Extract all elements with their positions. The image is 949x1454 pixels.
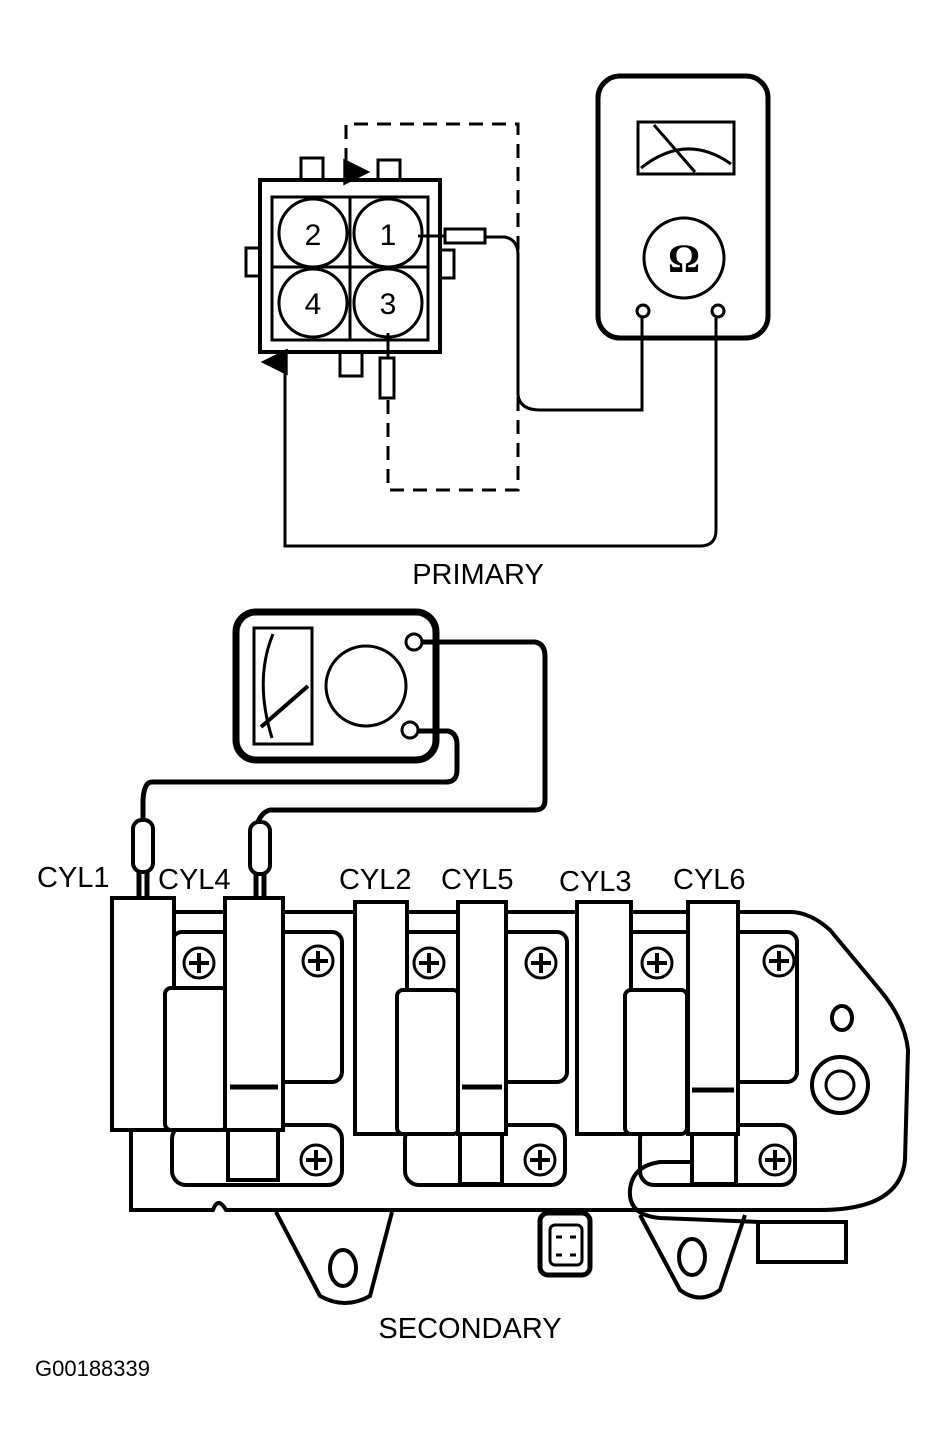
screw-icon	[182, 946, 216, 980]
coil-pack-electrical-connector	[537, 1210, 593, 1278]
mounting-ear-left	[274, 1211, 394, 1305]
screw-icon	[524, 946, 558, 980]
wiring-harness	[627, 1160, 761, 1224]
screw-icon	[640, 946, 674, 980]
ohm-dial	[642, 216, 726, 300]
meter-needle	[259, 684, 310, 729]
secondary-ohmmeter	[232, 608, 440, 764]
probe-boot-cyl1	[131, 818, 155, 874]
ohmmeter-ground-lead	[260, 318, 718, 548]
probe-boot-cyl4	[248, 820, 272, 876]
figure-id: G00188339	[35, 1356, 150, 1381]
test-probe-pin-1	[418, 227, 644, 412]
secondary-test-diagram	[110, 608, 911, 1305]
primary-label: PRIMARY	[412, 559, 544, 591]
mounting-bracket-block	[756, 1220, 848, 1264]
screw-icon	[301, 944, 335, 978]
ignition-coil-cyl1	[110, 896, 229, 1132]
connector-pin-1	[352, 197, 424, 269]
ignition-coil-cyl3	[575, 900, 689, 1136]
secondary-lead-cyl1	[140, 728, 460, 820]
pin-label-4: 4	[305, 288, 322, 321]
cyl-label-1: CYL1	[37, 862, 110, 894]
ignition-coil-cyl4	[223, 896, 285, 1182]
meter-display	[636, 120, 736, 176]
meter-scale-arc	[640, 147, 732, 170]
meter-terminal-top	[404, 632, 424, 652]
connector-tab	[438, 248, 456, 280]
meter-display	[252, 626, 314, 746]
locating-stud	[830, 1004, 854, 1032]
mounting-hole	[677, 1237, 707, 1277]
screw-icon	[762, 944, 796, 978]
meter-needle	[652, 124, 697, 173]
primary-ohmmeter	[595, 73, 771, 341]
ignition-coil-cyl5	[456, 900, 508, 1186]
mounting-hole	[328, 1248, 358, 1288]
cyl-label-2: CYL2	[339, 864, 412, 896]
connector-tab	[299, 156, 325, 182]
meter-terminal-right	[710, 303, 726, 319]
cyl-label-6: CYL6	[673, 864, 746, 896]
secondary-lead-cyl4	[255, 639, 548, 824]
primary-test-diagram: 2 1 4 3 Ω	[244, 73, 771, 548]
cyl-label-3: CYL3	[559, 866, 632, 898]
screw-icon	[523, 1143, 557, 1177]
secondary-label: SECONDARY	[378, 1313, 561, 1345]
cyl-label-5: CYL5	[441, 864, 514, 896]
mounting-ear-right	[638, 1214, 747, 1300]
connector-tab	[244, 246, 262, 278]
screw-icon	[412, 946, 446, 980]
meter-terminal-left	[635, 303, 651, 319]
coil-primary-connector	[244, 156, 456, 378]
meter-dial	[324, 644, 408, 728]
screw-icons	[182, 944, 796, 1177]
pin-label-1: 1	[380, 219, 397, 252]
alternate-test-path-dashed	[343, 122, 520, 492]
connector-tab	[376, 158, 402, 182]
meter-scale-arc	[261, 633, 275, 739]
coil-pack-base-plate	[129, 910, 911, 1212]
pin-label-2: 2	[305, 219, 322, 252]
meter-terminal-bottom	[400, 720, 420, 740]
screw-icon	[758, 1143, 792, 1177]
ground-terminal	[810, 1055, 870, 1115]
ignition-coil-cyl2	[353, 900, 461, 1136]
connector-tab	[338, 350, 364, 378]
test-probe-pin-3	[378, 333, 396, 400]
ignition-coil-cyl6	[686, 900, 740, 1186]
connector-pin-4	[277, 267, 349, 339]
screw-icon	[299, 1143, 333, 1177]
ohmmeter-icon: Ω	[668, 236, 700, 281]
connector-pin-2	[277, 197, 349, 269]
cyl-label-4: CYL4	[158, 864, 231, 896]
pin-label-3: 3	[380, 288, 397, 321]
